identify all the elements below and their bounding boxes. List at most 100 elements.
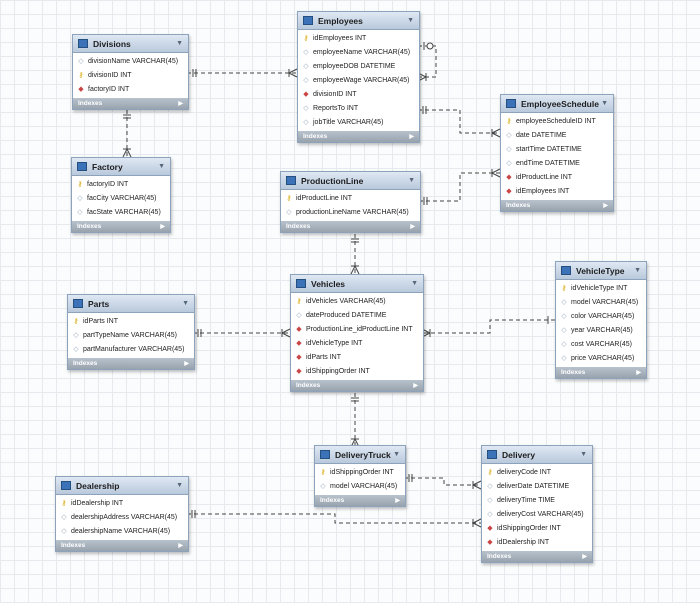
table-header[interactable]: VehicleType▼	[556, 262, 646, 280]
collapse-arrow-icon[interactable]: ▼	[176, 40, 183, 47]
field-row[interactable]: ◇endTime DATETIME	[501, 156, 613, 170]
field-row[interactable]: ◇model VARCHAR(45)	[556, 295, 646, 309]
field-row[interactable]: ◇model VARCHAR(45)	[315, 479, 405, 493]
table-header[interactable]: ProductionLine▼	[281, 172, 420, 190]
indexes-bar[interactable]: Indexes▶	[556, 367, 646, 378]
field-row[interactable]: ◇price VARCHAR(45)	[556, 351, 646, 365]
field-row[interactable]: ◇cost VARCHAR(45)	[556, 337, 646, 351]
collapse-arrow-icon[interactable]: ▼	[176, 482, 183, 489]
collapse-arrow-icon[interactable]: ▼	[601, 100, 608, 107]
field-row[interactable]: ◆factoryID INT	[73, 82, 188, 96]
field-row[interactable]: ◆idProductLine INT	[501, 170, 613, 184]
field-row[interactable]: ◇facCity VARCHAR(45)	[72, 191, 170, 205]
table-header[interactable]: Employees▼	[298, 12, 419, 30]
table-vehicles[interactable]: Vehicles▼⚷idVehicles VARCHAR(45)◇datePro…	[290, 274, 424, 392]
field-row[interactable]: ◇partManufacturer VARCHAR(45)	[68, 342, 194, 356]
expand-arrow-icon[interactable]: ▶	[410, 224, 415, 230]
indexes-bar[interactable]: Indexes▶	[315, 495, 405, 506]
field-row[interactable]: ⚷divisionID INT	[73, 68, 188, 82]
field-row[interactable]: ◇employeeWage VARCHAR(45)	[298, 73, 419, 87]
indexes-bar[interactable]: Indexes▶	[482, 551, 592, 562]
field-row[interactable]: ◆idShippingOrder INT	[482, 521, 592, 535]
indexes-bar[interactable]: Indexes▶	[73, 98, 188, 109]
indexes-bar[interactable]: Indexes▶	[68, 358, 194, 369]
field-row[interactable]: ◆ProductionLine_idProductLine INT	[291, 322, 423, 336]
table-vehicletype[interactable]: VehicleType▼⚷idVehicleType INT◇model VAR…	[555, 261, 647, 379]
expand-arrow-icon[interactable]: ▶	[413, 383, 418, 389]
field-row[interactable]: ⚷idVehicleType INT	[556, 281, 646, 295]
table-header[interactable]: Delivery▼	[482, 446, 592, 464]
field-row[interactable]: ◆idDealership INT	[482, 535, 592, 549]
field-row[interactable]: ⚷idDealership INT	[56, 496, 188, 510]
collapse-arrow-icon[interactable]: ▼	[408, 177, 415, 184]
indexes-bar[interactable]: Indexes▶	[281, 221, 420, 232]
expand-arrow-icon[interactable]: ▶	[582, 554, 587, 560]
collapse-arrow-icon[interactable]: ▼	[634, 267, 641, 274]
field-row[interactable]: ◇employeeDOB DATETIME	[298, 59, 419, 73]
table-employees[interactable]: Employees▼⚷idEmployees INT◇employeeName …	[297, 11, 420, 143]
table-header[interactable]: Dealership▼	[56, 477, 188, 495]
indexes-bar[interactable]: Indexes▶	[72, 221, 170, 232]
field-row[interactable]: ⚷employeeScheduleID INT	[501, 114, 613, 128]
table-header[interactable]: EmployeeSchedule▼	[501, 95, 613, 113]
field-row[interactable]: ◇jobTitle VARCHAR(45)	[298, 115, 419, 129]
collapse-arrow-icon[interactable]: ▼	[407, 17, 414, 24]
expand-arrow-icon[interactable]: ▶	[160, 224, 165, 230]
field-row[interactable]: ◇facState VARCHAR(45)	[72, 205, 170, 219]
field-row[interactable]: ◇employeeName VARCHAR(45)	[298, 45, 419, 59]
table-factory[interactable]: Factory▼⚷factoryID INT◇facCity VARCHAR(4…	[71, 157, 171, 233]
indexes-bar[interactable]: Indexes▶	[298, 131, 419, 142]
expand-arrow-icon[interactable]: ▶	[409, 134, 414, 140]
field-row[interactable]: ◇deliveryTime TIME	[482, 493, 592, 507]
field-row[interactable]: ◇productionLineName VARCHAR(45)	[281, 205, 420, 219]
field-row[interactable]: ◇ReportsTo INT	[298, 101, 419, 115]
field-row[interactable]: ◆idShippingOrder INT	[291, 364, 423, 378]
field-row[interactable]: ⚷idParts INT	[68, 314, 194, 328]
field-row[interactable]: ⚷factoryID INT	[72, 177, 170, 191]
field-row[interactable]: ◇partTypeName VARCHAR(45)	[68, 328, 194, 342]
table-header[interactable]: Divisions▼	[73, 35, 188, 53]
field-row[interactable]: ◆idParts INT	[291, 350, 423, 364]
table-header[interactable]: Factory▼	[72, 158, 170, 176]
table-header[interactable]: DeliveryTruck▼	[315, 446, 405, 464]
expand-arrow-icon[interactable]: ▶	[178, 543, 183, 549]
table-divisions[interactable]: Divisions▼◇divisionName VARCHAR(45)⚷divi…	[72, 34, 189, 110]
indexes-bar[interactable]: Indexes▶	[501, 200, 613, 211]
table-delivery[interactable]: Delivery▼⚷deliveryCode INT◇deliverDate D…	[481, 445, 593, 563]
field-row[interactable]: ◇dateProduced DATETIME	[291, 308, 423, 322]
table-deliverytruck[interactable]: DeliveryTruck▼⚷idShippingOrder INT◇model…	[314, 445, 406, 507]
expand-arrow-icon[interactable]: ▶	[395, 498, 400, 504]
field-row[interactable]: ◇divisionName VARCHAR(45)	[73, 54, 188, 68]
field-row[interactable]: ⚷idEmployees INT	[298, 31, 419, 45]
field-row[interactable]: ⚷idProductLine INT	[281, 191, 420, 205]
expand-arrow-icon[interactable]: ▶	[636, 370, 641, 376]
table-productionline[interactable]: ProductionLine▼⚷idProductLine INT◇produc…	[280, 171, 421, 233]
collapse-arrow-icon[interactable]: ▼	[580, 451, 587, 458]
expand-arrow-icon[interactable]: ▶	[603, 203, 608, 209]
field-row[interactable]: ◇dealershipName VARCHAR(45)	[56, 524, 188, 538]
field-row[interactable]: ◇color VARCHAR(45)	[556, 309, 646, 323]
field-row[interactable]: ◇deliverDate DATETIME	[482, 479, 592, 493]
table-dealership[interactable]: Dealership▼⚷idDealership INT◇dealershipA…	[55, 476, 189, 552]
field-row[interactable]: ◇dealershipAddress VARCHAR(45)	[56, 510, 188, 524]
field-row[interactable]: ◆idEmployees INT	[501, 184, 613, 198]
field-row[interactable]: ◆divisionID INT	[298, 87, 419, 101]
collapse-arrow-icon[interactable]: ▼	[393, 451, 400, 458]
collapse-arrow-icon[interactable]: ▼	[158, 163, 165, 170]
field-row[interactable]: ◇date DATETIME	[501, 128, 613, 142]
field-row[interactable]: ◆idVehicleType INT	[291, 336, 423, 350]
indexes-bar[interactable]: Indexes▶	[56, 540, 188, 551]
collapse-arrow-icon[interactable]: ▼	[411, 280, 418, 287]
field-row[interactable]: ◇year VARCHAR(45)	[556, 323, 646, 337]
field-row[interactable]: ◇deliveryCost VARCHAR(45)	[482, 507, 592, 521]
collapse-arrow-icon[interactable]: ▼	[182, 300, 189, 307]
field-row[interactable]: ⚷deliveryCode INT	[482, 465, 592, 479]
field-row[interactable]: ◇startTime DATETIME	[501, 142, 613, 156]
table-header[interactable]: Parts▼	[68, 295, 194, 313]
indexes-bar[interactable]: Indexes▶	[291, 380, 423, 391]
table-header[interactable]: Vehicles▼	[291, 275, 423, 293]
expand-arrow-icon[interactable]: ▶	[178, 101, 183, 107]
field-row[interactable]: ⚷idShippingOrder INT	[315, 465, 405, 479]
table-parts[interactable]: Parts▼⚷idParts INT◇partTypeName VARCHAR(…	[67, 294, 195, 370]
table-employeeschedule[interactable]: EmployeeSchedule▼⚷employeeScheduleID INT…	[500, 94, 614, 212]
